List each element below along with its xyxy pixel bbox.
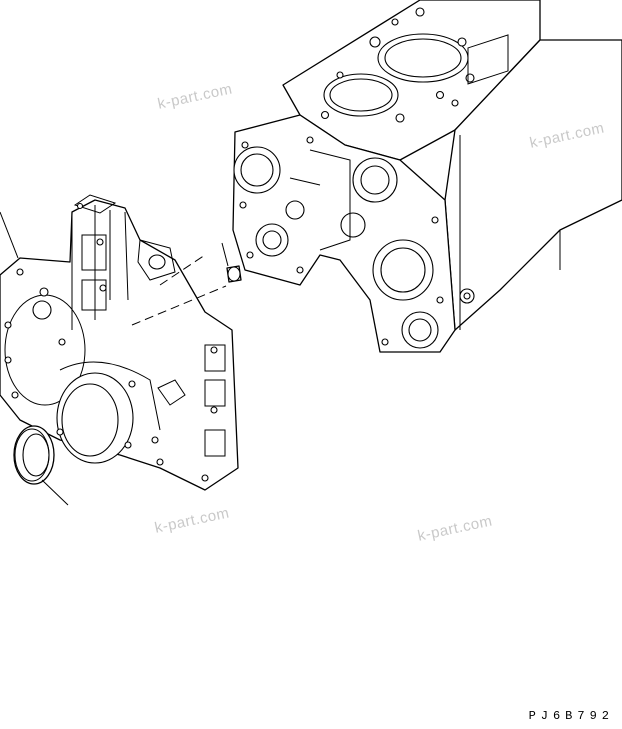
plug: [226, 265, 242, 283]
leader-line-plug: [221, 242, 229, 267]
alignment-line-2: [131, 285, 227, 326]
leader-line-oil-seal: [41, 479, 69, 506]
cylinder-block: [232, 0, 622, 353]
alignment-line-1: [159, 254, 206, 286]
oil-seal: [13, 425, 55, 485]
drawing-code: PJ6B792: [528, 709, 614, 723]
leader-line-front-cover: [0, 211, 19, 259]
